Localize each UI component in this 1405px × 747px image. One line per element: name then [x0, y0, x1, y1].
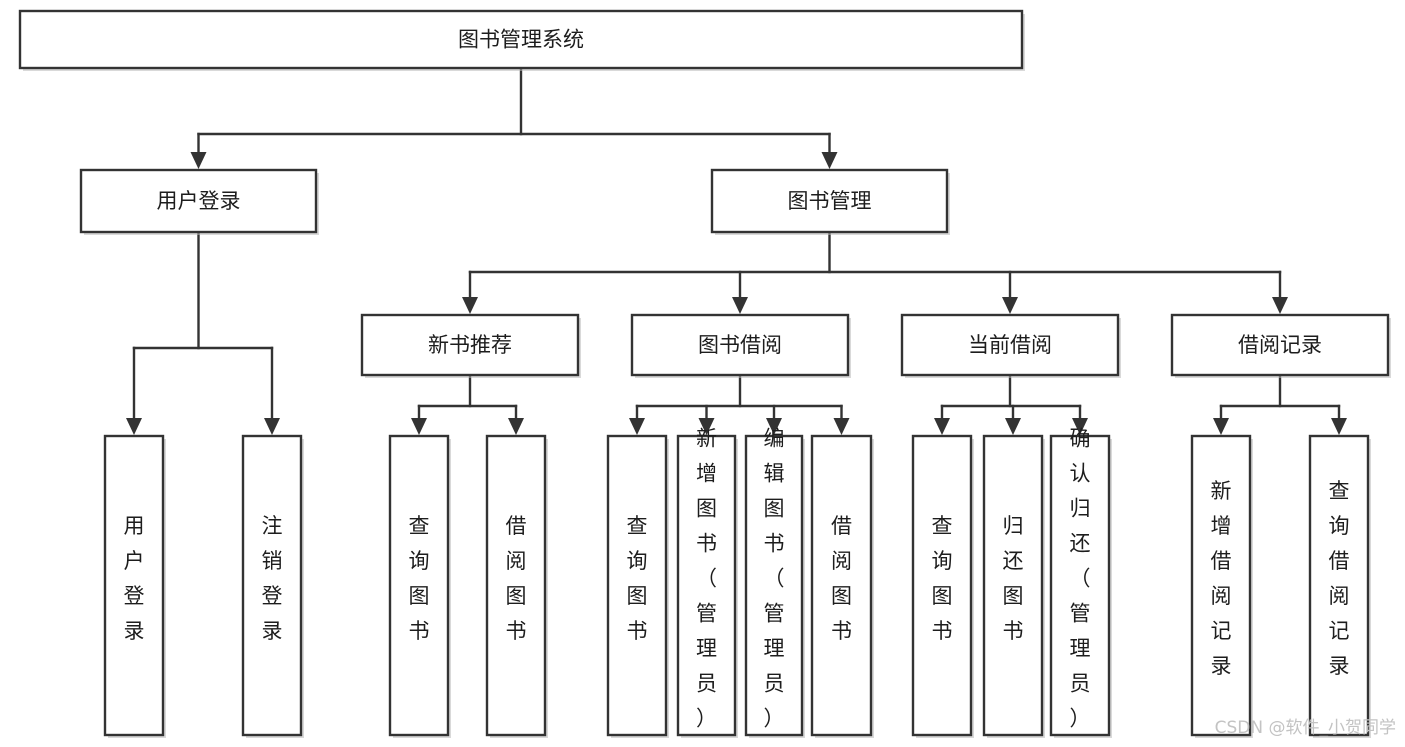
node-borrow-borrow-book[interactable]: 借阅图书 [810, 434, 874, 738]
arrow-head-icon-borrow-records [1272, 297, 1288, 314]
arrow-head-icon-book-management [821, 152, 838, 169]
node-root[interactable]: 图书管理系统 [18, 9, 1025, 71]
node-book-borrow[interactable]: 图书借阅 [630, 313, 851, 378]
node-label-new-book-recommend: 新书推荐 [428, 333, 512, 357]
node-label-borrow-edit-book: 编辑图书（管理员） [764, 427, 785, 731]
arrow-head-icon-book-borrow [732, 297, 748, 314]
node-label-recommend-query-book: 查询图书 [409, 514, 430, 643]
node-recommend-borrow-book[interactable]: 借阅图书 [485, 434, 548, 738]
node-label-user-logout: 注销登录 [262, 514, 283, 643]
node-borrow-records[interactable]: 借阅记录 [1170, 313, 1391, 378]
arrow-head-icon-borrow-add-book [698, 418, 715, 435]
node-borrow-edit-book[interactable]: 编辑图书（管理员） [744, 427, 805, 739]
node-label-recommend-borrow-book: 借阅图书 [506, 514, 527, 643]
node-label-book-borrow: 图书借阅 [698, 333, 782, 357]
arrow-head-icon-new-book-recommend [462, 297, 478, 314]
node-label-records-add: 新增借阅记录 [1211, 479, 1232, 678]
arrow-head-icon-borrow-query-book [629, 418, 645, 435]
node-current-confirm-return[interactable]: 确认归还（管理员） [1049, 427, 1112, 739]
arrow-head-icon-current-return-book [1005, 418, 1021, 435]
node-label-book-management: 图书管理 [788, 189, 872, 213]
node-label-borrow-add-book: 新增图书（管理员） [696, 427, 717, 731]
node-label-records-query: 查询借阅记录 [1329, 479, 1350, 678]
node-label-borrow-query-book: 查询图书 [627, 514, 648, 643]
arrow-head-icon-current-confirm-return [1072, 418, 1088, 435]
arrow-head-icon-records-query [1331, 418, 1347, 435]
node-borrow-add-book[interactable]: 新增图书（管理员） [676, 427, 738, 739]
node-book-management[interactable]: 图书管理 [710, 168, 950, 235]
node-records-query[interactable]: 查询借阅记录 [1308, 434, 1371, 738]
arrow-head-icon-records-add [1213, 418, 1229, 435]
arrow-head-icon-borrow-edit-book [766, 418, 782, 435]
arrow-head-icon-user-login [190, 152, 207, 169]
watermark-label: CSDN @软件_小贺同学 [1215, 718, 1396, 738]
node-label-current-borrow: 当前借阅 [968, 333, 1052, 357]
connector-layer [126, 66, 1347, 435]
node-current-query-book[interactable]: 查询图书 [911, 434, 974, 738]
node-label-user-login-do: 用户登录 [124, 514, 145, 643]
node-user-login[interactable]: 用户登录 [79, 168, 319, 235]
arrow-head-icon-user-logout [264, 418, 280, 435]
node-label-current-confirm-return: 确认归还（管理员） [1070, 427, 1091, 731]
node-user-logout[interactable]: 注销登录 [241, 434, 304, 738]
node-current-borrow[interactable]: 当前借阅 [900, 313, 1121, 378]
node-records-add[interactable]: 新增借阅记录 [1190, 434, 1253, 738]
node-current-return-book[interactable]: 归还图书 [982, 434, 1045, 738]
arrow-head-icon-borrow-borrow-book [833, 418, 850, 435]
node-borrow-query-book[interactable]: 查询图书 [606, 434, 669, 738]
node-new-book-recommend[interactable]: 新书推荐 [360, 313, 581, 378]
node-label-borrow-borrow-book: 借阅图书 [831, 514, 852, 643]
node-label-current-return-book: 归还图书 [1003, 514, 1024, 643]
arrow-head-icon-current-borrow [1002, 297, 1018, 314]
node-user-login-do[interactable]: 用户登录 [103, 434, 166, 738]
node-label-current-query-book: 查询图书 [932, 514, 953, 643]
arrow-head-icon-recommend-query-book [411, 418, 427, 435]
node-label-borrow-records: 借阅记录 [1238, 333, 1322, 357]
arrow-head-icon-current-query-book [934, 418, 950, 435]
arrow-head-icon-recommend-borrow-book [508, 418, 524, 435]
node-label-root: 图书管理系统 [458, 28, 584, 52]
node-label-user-login: 用户登录 [157, 189, 241, 213]
arrow-head-icon-user-login-do [126, 418, 142, 435]
node-layer: 图书管理系统用户登录图书管理用户登录注销登录新书推荐图书借阅当前借阅借阅记录查询… [18, 9, 1391, 739]
node-recommend-query-book[interactable]: 查询图书 [388, 434, 451, 738]
